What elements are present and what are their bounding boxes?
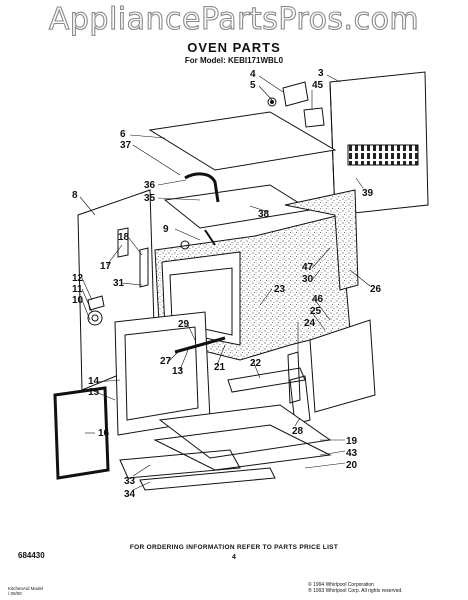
callout-12: 12 [72,273,84,284]
element-tube-part [184,172,220,203]
callout-38: 38 [258,209,270,220]
element-rod-part [174,336,226,354]
bottom-brace-part [227,367,306,393]
model-subtitle: For Model: KEBI171WBL0 [184,56,284,65]
callout-21: 21 [214,362,226,373]
hinge-bracket-part [287,351,301,404]
callout-43: 43 [346,448,358,459]
vent-bracket-part [267,81,309,107]
callout-34: 34 [124,489,136,500]
door-frame-part [114,311,211,436]
callout-26: 26 [370,284,382,295]
callout-31: 31 [113,278,125,289]
callout-45: 45 [312,80,324,91]
page-title: OVEN PARTS [187,40,281,55]
callout-37: 37 [120,140,132,151]
callout-22: 22 [250,358,262,369]
callout-3: 3 [318,68,324,79]
callout-9: 9 [163,224,169,235]
plate-part-45 [303,107,325,128]
bottom-rail-parts [119,449,276,491]
insulation-part [284,189,359,291]
callout-8: 8 [72,190,78,201]
callout-17: 17 [100,261,112,272]
top-panel-part [148,111,337,171]
callout-10: 10 [72,295,84,306]
callout-23: 23 [274,284,286,295]
leader-lines [79,74,371,491]
callout-16: 16 [98,428,110,439]
callout-20: 20 [346,460,358,471]
callout-28: 28 [292,426,304,437]
thermostat-bulb-part [204,229,216,246]
footer-note-line: / 00/00 [8,591,22,596]
callout-36: 36 [144,180,156,191]
callout-24: 24 [304,318,316,329]
callout-4: 4 [250,69,256,80]
copyright-line: ® 1993 Whirlpool Corp. All rights reserv… [308,588,403,594]
callout-30: 30 [302,274,314,285]
callout-14: 14 [88,376,100,387]
callout-47: 47 [302,262,314,273]
callout-18: 18 [118,232,130,243]
callout-19: 19 [346,436,358,447]
callout-13: 13 [172,366,184,377]
footer-model-note: KitchenAid Model / 00/00 [8,586,43,596]
hinge-part [289,375,311,425]
oven-light-part [87,295,105,326]
callout-11: 11 [72,284,83,295]
ordering-info-note: FOR ORDERING INFORMATION REFER TO PARTS … [129,544,339,551]
footer-note-line: KitchenAid Model [8,586,44,591]
watermark-logo: AppliancePartsPros.com [48,1,420,37]
page-number: 4 [232,554,236,561]
copyright-line: © 1994 Whirlpool Corporation [308,582,374,588]
callout-15: 15 [88,387,100,398]
callout-29: 29 [178,319,190,330]
callout-6: 6 [120,129,126,140]
callout-27: 27 [160,356,172,367]
door-gasket-part [53,386,110,480]
side-bracket-parts [117,227,149,288]
callout-25: 25 [310,306,322,317]
copyright-notice: © 1994 Whirlpool Corporation ® 1993 Whir… [308,582,458,594]
mounting-plate-part [163,184,312,229]
callout-46: 46 [312,294,324,305]
callout-5: 5 [250,80,256,91]
callout-35: 35 [144,193,156,204]
right-side-panel-part [309,319,376,413]
callout-33: 33 [124,476,136,487]
callout-39: 39 [362,188,374,199]
document-number: 684430 [18,551,45,560]
